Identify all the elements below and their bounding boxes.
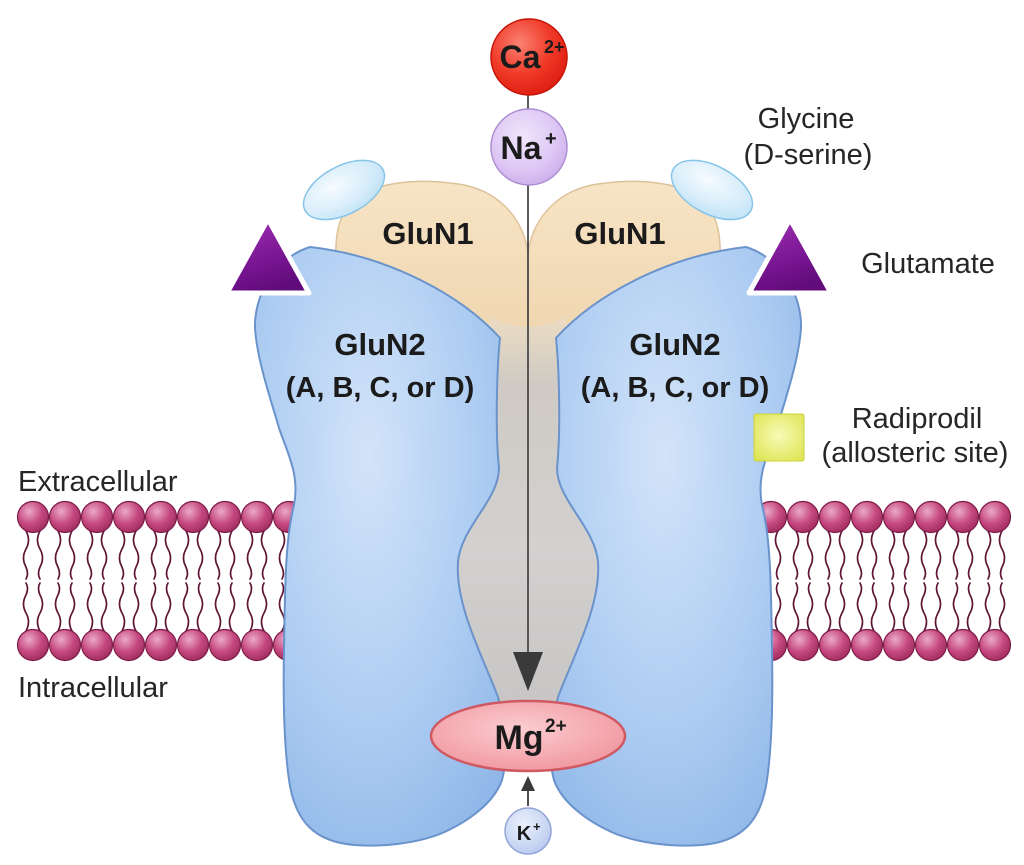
glun2-left-label: GluN2 bbox=[334, 327, 425, 362]
radiprodil-site-marker bbox=[753, 413, 805, 462]
ion-flow-arrowhead-down bbox=[513, 652, 543, 691]
glun1-right-label: GluN1 bbox=[574, 216, 665, 251]
glun1-left-label: GluN1 bbox=[382, 216, 473, 251]
glun2-left-sublabel: (A, B, C, or D) bbox=[286, 372, 475, 404]
lipid-bilayer-left bbox=[16, 500, 306, 662]
glycine-site-right bbox=[670, 159, 754, 221]
glun2-right-label: GluN2 bbox=[629, 327, 720, 362]
lipid-bilayer-right bbox=[754, 500, 1012, 662]
calcium-label: Ca bbox=[500, 39, 541, 75]
glutamate-molecule-right bbox=[746, 216, 834, 296]
intracellular-label: Intracellular bbox=[18, 672, 168, 704]
sodium-charge: + bbox=[545, 128, 557, 150]
radiprodil-sublabel: (allosteric site) bbox=[822, 437, 1009, 469]
magnesium-charge: 2+ bbox=[545, 716, 567, 737]
glycine-label: Glycine bbox=[758, 103, 855, 135]
calcium-ion bbox=[490, 18, 568, 96]
glun2-subunit-left bbox=[253, 245, 507, 847]
glutamate-label: Glutamate bbox=[861, 248, 995, 280]
magnesium-label: Mg bbox=[494, 719, 543, 757]
glycine-sublabel: (D-serine) bbox=[744, 139, 873, 171]
calcium-charge: 2+ bbox=[544, 37, 565, 57]
sodium-ion bbox=[490, 108, 568, 186]
magnesium-ion bbox=[429, 699, 627, 773]
glycine-site-left bbox=[302, 159, 386, 221]
glun2-right-sublabel: (A, B, C, or D) bbox=[581, 372, 770, 404]
radiprodil-label: Radiprodil bbox=[852, 403, 983, 435]
sodium-label: Na bbox=[501, 130, 542, 166]
glutamate-molecule-left bbox=[224, 216, 312, 296]
extracellular-label: Extracellular bbox=[18, 466, 178, 498]
potassium-charge: + bbox=[533, 819, 541, 834]
potassium-label: K bbox=[517, 823, 532, 845]
potassium-arrowhead-up bbox=[521, 776, 535, 791]
potassium-ion bbox=[504, 807, 552, 855]
